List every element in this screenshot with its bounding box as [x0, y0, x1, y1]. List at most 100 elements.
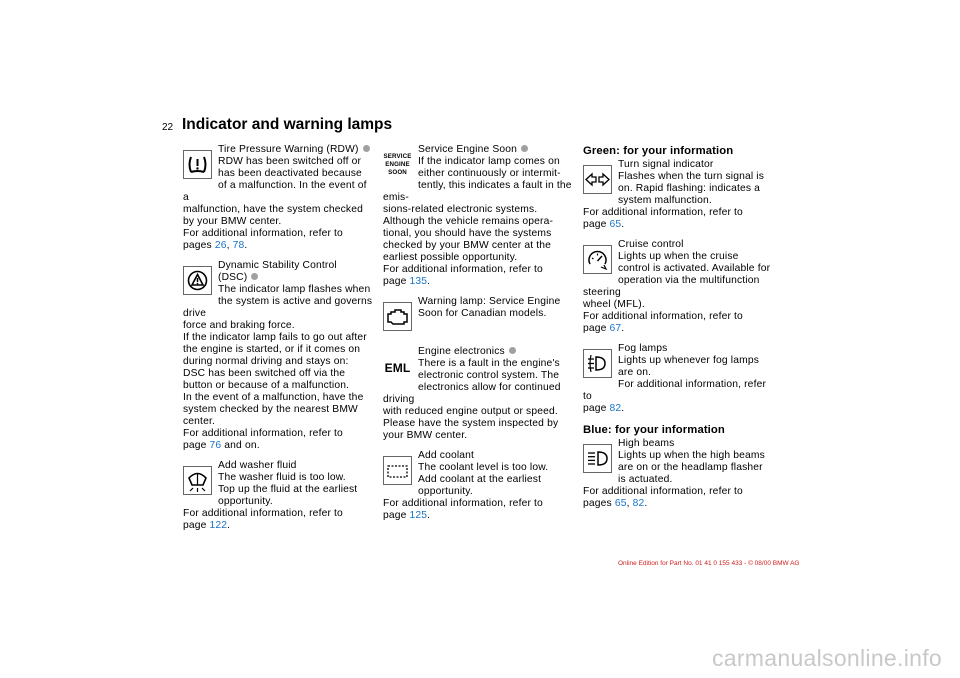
high-text-line: For additional information, refer to [583, 486, 743, 497]
column-middle: SERVICE ENGINE SOON Service Engine Soon … [383, 144, 573, 530]
entry-engine-electronics: EML Engine electronics There is a fault … [383, 346, 573, 442]
page-link-65[interactable]: 65 [614, 498, 627, 509]
eml-text-line: electronics allow for continued driving [383, 382, 561, 405]
high-text-line: are on or the headlamp flasher [618, 462, 763, 473]
turn-signal-icon [583, 165, 612, 194]
svg-text:SERVICE: SERVICE [383, 153, 411, 160]
section-heading-green: Green: for your information [583, 145, 734, 157]
dsc-page-reference: page 76 and on. [183, 440, 260, 451]
page-link-125[interactable]: 125 [409, 510, 428, 521]
fog-text-line: For additional information, refer to [583, 379, 767, 402]
tire-text-line: For additional information, refer to [183, 228, 343, 239]
watermark: carmanualsonline.info [711, 645, 942, 671]
ses-text-line: tional, you should have the systems [383, 228, 552, 239]
fog-lamp-icon [583, 349, 612, 378]
dsc-title: Dynamic Stability Control [218, 260, 337, 271]
cruise-text-line: Lights up when the cruise [618, 251, 739, 262]
page-link-26[interactable]: 26 [214, 240, 227, 251]
dsc-text-line: For additional information, refer to [183, 428, 343, 439]
eml-text-line: There is a fault in the engine's [418, 358, 560, 369]
dsc-warning-icon [183, 266, 212, 295]
dsc-text-line: button or because of a malfunction. [183, 380, 350, 391]
column-right: Green: for your information Turn signal … [583, 144, 773, 518]
cruise-text-line: control is activated. Available for [618, 263, 771, 274]
page-link-76[interactable]: 76 [209, 440, 222, 451]
washer-fluid-icon [183, 466, 212, 495]
high-beam-icon [583, 444, 612, 473]
washer-text-line: Top up the fluid at the earliest [218, 484, 358, 495]
high-title: High beams [618, 438, 675, 449]
dsc-text-line: DSC has been switched off via the [183, 368, 346, 379]
washer-page-reference: page 122. [183, 520, 231, 531]
page-link-82[interactable]: 82 [609, 403, 622, 414]
coolant-text-line: The coolant level is too low. [418, 462, 549, 473]
eml-title: Engine electronics [383, 346, 573, 358]
eml-text-line: Please have the system inspected by [383, 418, 559, 429]
entry-washer-fluid: Add washer fluid The washer fluid is too… [183, 460, 373, 532]
turn-text-line: on. Rapid flashing: indicates a [618, 183, 761, 194]
cruise-text-line: wheel (MFL). [583, 299, 645, 310]
dot-icon [508, 347, 516, 354]
entry-dsc: Dynamic Stability Control (DSC) The indi… [183, 260, 373, 452]
warning-title: Warning lamp: Service Engine [418, 296, 561, 307]
tire-text-line: by your BMW center. [183, 216, 282, 227]
dsc-text-line: force and braking force. [183, 320, 295, 331]
cruise-page-reference: page 67. [583, 323, 625, 334]
dsc-text-line: system checked by the nearest BMW [183, 404, 358, 415]
washer-text-line: For additional information, refer to [183, 508, 343, 519]
dsc-text-line: the system is active and governs drive [183, 296, 373, 319]
high-text-line: Lights up when the high beams [618, 450, 765, 461]
ses-text-line: either continuously or intermit- [418, 168, 561, 179]
section-heading-blue: Blue: for your information [583, 424, 725, 436]
dot-icon [251, 273, 259, 280]
entry-tire-pressure-warning: Tire Pressure Warning (RDW) RDW has been… [183, 144, 373, 252]
page-title: Indicator and warning lamps [182, 116, 393, 133]
cruise-control-icon [583, 245, 612, 274]
dot-icon [362, 145, 370, 152]
ses-text-line: If the indicator lamp comes on [418, 156, 560, 167]
ses-text-line: For additional information, refer to [383, 264, 543, 275]
page-link-122[interactable]: 122 [209, 520, 228, 531]
page-link-67[interactable]: 67 [609, 323, 622, 334]
coolant-page-reference: page 125. [383, 510, 431, 521]
fog-page-reference: page 82. [583, 403, 625, 414]
service-engine-soon-icon: SERVICE ENGINE SOON [383, 150, 412, 179]
coolant-text-line: For additional information, refer to [383, 498, 543, 509]
page-link-82[interactable]: 82 [632, 498, 645, 509]
page-link-65[interactable]: 65 [609, 219, 622, 230]
ses-text-line: Although the vehicle remains opera- [383, 216, 554, 227]
coolant-title: Add coolant [418, 450, 475, 461]
fog-text-line: are on. [618, 367, 652, 378]
entry-turn-signal: Turn signal indicator Flashes when the t… [583, 159, 773, 231]
tire-text-line: RDW has been switched off or [218, 156, 362, 167]
tire-text-line: has been deactivated because [218, 168, 362, 179]
turn-text-line: Flashes when the turn signal is [618, 171, 765, 182]
entry-cruise-control: Cruise control Lights up when the cruise… [583, 239, 773, 335]
ses-title: Service Engine Soon [383, 144, 573, 156]
turn-text-line: For additional information, refer to [583, 207, 743, 218]
dsc-text-line: the engine is started, or if it comes on [183, 344, 361, 355]
entry-high-beams: High beams Lights up when the high beams… [583, 438, 773, 510]
eml-text-line: your BMW center. [383, 430, 468, 441]
eml-text-line: electronic control system. The [418, 370, 560, 381]
high-page-reference: pages 65, 82. [583, 498, 648, 509]
dsc-text-line: If the indicator lamp fails to go out af… [183, 332, 367, 343]
coolant-text-line: Add coolant at the earliest [418, 474, 542, 485]
turn-page-reference: page 65. [583, 219, 625, 230]
page-link-78[interactable]: 78 [232, 240, 245, 251]
ses-text-line: earliest possible opportunity. [383, 252, 518, 263]
tire-pressure-icon [183, 150, 212, 179]
washer-text-line: opportunity. [218, 496, 273, 507]
dsc-abbr: (DSC) [183, 272, 373, 284]
ses-text-line: checked by your BMW center at the [383, 240, 552, 251]
cruise-title: Cruise control [618, 239, 684, 250]
engine-icon [383, 302, 412, 331]
page-link-135[interactable]: 135 [409, 276, 428, 287]
entry-service-engine-soon: SERVICE ENGINE SOON Service Engine Soon … [383, 144, 573, 288]
washer-title: Add washer fluid [218, 460, 297, 471]
washer-text-line: The washer fluid is too low. [218, 472, 346, 483]
tire-page-reference: pages 26, 78. [183, 240, 248, 251]
coolant-icon [383, 456, 412, 485]
fog-text-line: Lights up whenever fog lamps [618, 355, 760, 366]
footer-edition-text: Online Edition for Part No. 01 41 0 155 … [618, 560, 800, 567]
